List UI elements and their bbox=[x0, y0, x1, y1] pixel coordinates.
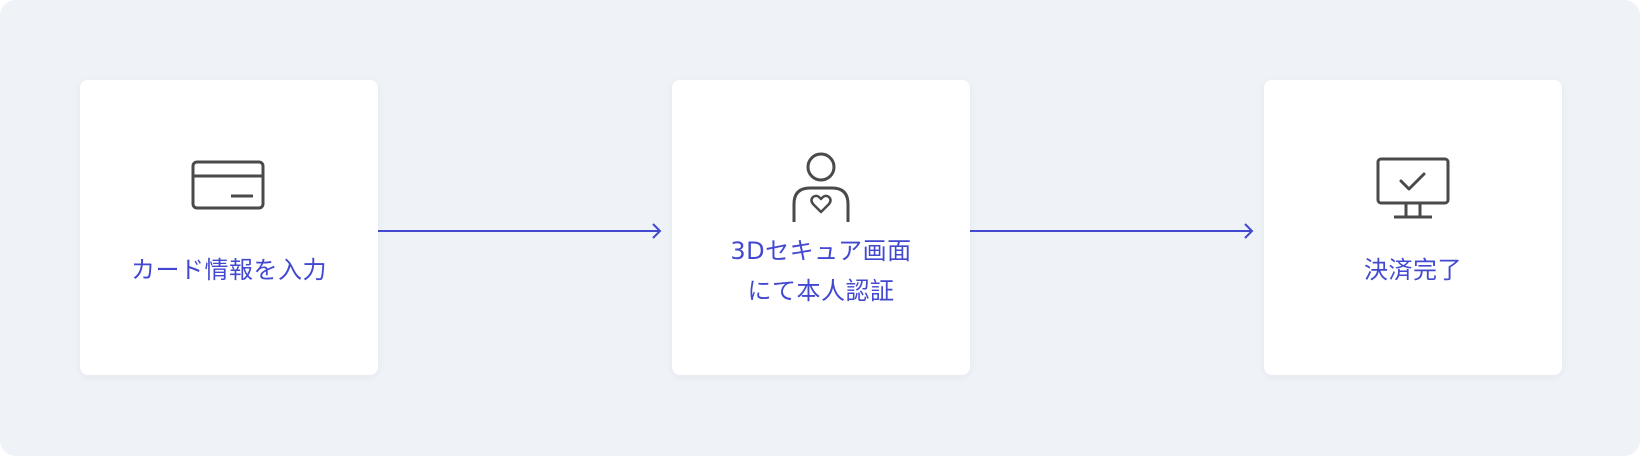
arrow-right-icon bbox=[378, 223, 662, 239]
step-label-line: にて本人認証 bbox=[747, 277, 895, 305]
step-label-line: 3Dセキュア画面 bbox=[730, 237, 912, 265]
step-card-payment-complete: 決済完了 bbox=[1264, 80, 1562, 375]
step-card-card-input: カード情報を入力 bbox=[80, 80, 378, 375]
credit-card-icon bbox=[191, 160, 265, 210]
step-label: 3Dセキュア画面 にて本人認証 bbox=[672, 231, 970, 311]
person-heart-icon bbox=[792, 152, 850, 222]
monitor-check-icon bbox=[1376, 157, 1450, 219]
step-card-3d-secure: 3Dセキュア画面 にて本人認証 bbox=[672, 80, 970, 375]
step-label-line: 決済完了 bbox=[1364, 256, 1462, 284]
step-label: カード情報を入力 bbox=[80, 250, 378, 290]
step-label: 決済完了 bbox=[1264, 250, 1562, 290]
arrow-right-icon bbox=[970, 223, 1254, 239]
step-label-line: カード情報を入力 bbox=[131, 256, 327, 284]
